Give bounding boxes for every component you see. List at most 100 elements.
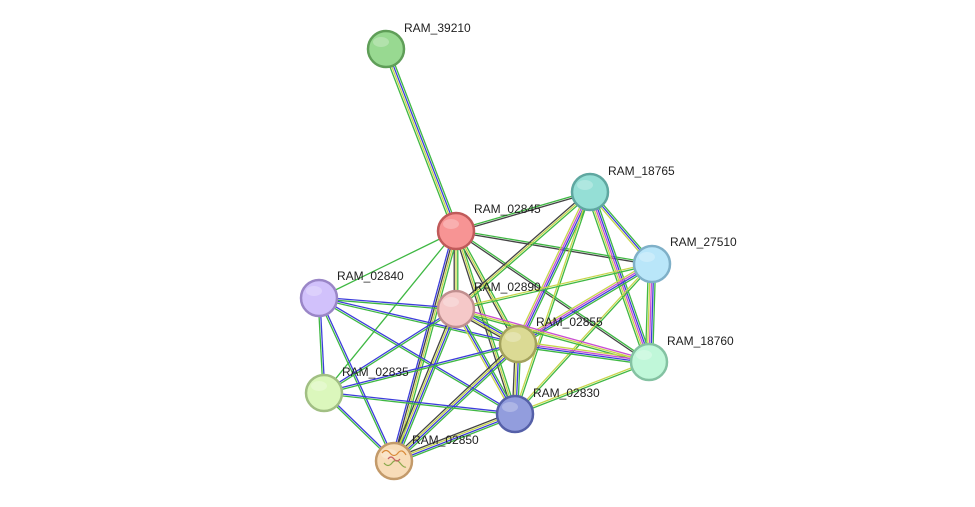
node-circle[interactable]	[436, 211, 476, 251]
edge-strand	[323, 342, 518, 393]
edge-RAM_18765-RAM_18760	[585, 190, 654, 364]
protein-structure-icon	[381, 449, 407, 468]
edge-strand	[394, 414, 516, 463]
edge-strand	[319, 297, 396, 461]
edge-RAM_02840-RAM_02830	[318, 296, 516, 416]
node-circle[interactable]	[570, 172, 610, 212]
node-circle[interactable]	[436, 289, 476, 329]
edge-strand	[589, 191, 650, 363]
edge-RAM_18765-RAM_02855	[514, 190, 594, 346]
edge-RAM_18760-RAM_02830	[514, 360, 650, 416]
edge-strand	[587, 192, 648, 363]
edge-strand	[455, 231, 652, 266]
node-label-RAM_02855: RAM_02855	[536, 315, 603, 329]
edge-strand	[324, 391, 516, 414]
edge-RAM_02890-RAM_02850	[390, 307, 460, 463]
edge-layer	[317, 47, 657, 465]
node-RAM_02855[interactable]	[498, 324, 538, 364]
node-highlight	[577, 180, 593, 190]
node-RAM_39210[interactable]	[366, 29, 406, 69]
node-circle[interactable]	[629, 342, 669, 382]
edge-RAM_02845-RAM_02835	[323, 230, 457, 394]
edge-RAM_02835-RAM_02830	[323, 391, 516, 416]
node-circle[interactable]	[299, 278, 339, 318]
node-RAM_02890[interactable]	[436, 289, 476, 329]
edge-strand	[391, 341, 517, 460]
edge-strand	[513, 191, 590, 414]
node-RAM_02840[interactable]	[299, 278, 339, 318]
edge-strand	[324, 309, 457, 395]
node-highlight	[306, 286, 322, 296]
node-highlight	[443, 297, 459, 307]
node-RAM_02830[interactable]	[495, 394, 535, 434]
node-RAM_18760[interactable]	[629, 342, 669, 382]
edge-RAM_18765-RAM_02890	[454, 190, 592, 311]
edge-strand	[392, 410, 515, 460]
edge-strand	[457, 229, 521, 344]
node-label-RAM_18760: RAM_18760	[667, 334, 734, 348]
edge-strand	[455, 190, 590, 231]
edge-RAM_02845-RAM_02840	[318, 230, 457, 299]
edge-strand	[516, 261, 651, 343]
structure-strand	[387, 456, 401, 462]
edge-RAM_27510-RAM_02830	[513, 262, 654, 416]
edge-strand	[456, 264, 653, 311]
edge-strand	[455, 231, 649, 364]
edge-strand	[387, 47, 460, 231]
node-highlight	[639, 252, 655, 262]
node-circle[interactable]	[632, 244, 672, 284]
edge-strand	[390, 230, 455, 461]
edge-strand	[323, 230, 457, 394]
edge-strand	[585, 192, 647, 364]
edge-strand	[455, 308, 516, 415]
edge-strand	[392, 308, 456, 461]
edge-strand	[392, 342, 518, 461]
edge-RAM_18760-RAM_02855	[517, 340, 650, 366]
edge-strand	[515, 192, 592, 415]
node-RAM_02835[interactable]	[304, 373, 344, 413]
edge-strand	[515, 362, 650, 416]
edge-strand	[457, 230, 518, 414]
node-circle[interactable]	[304, 373, 344, 413]
edge-strand	[393, 412, 515, 461]
node-label-RAM_18765: RAM_18765	[608, 164, 675, 178]
node-highlight	[381, 449, 397, 459]
edge-strand	[323, 393, 515, 416]
node-label-RAM_02840: RAM_02840	[337, 269, 404, 283]
edge-strand	[324, 344, 519, 395]
node-RAM_02850[interactable]	[374, 441, 414, 481]
edge-strand	[318, 298, 456, 311]
edge-strand	[517, 344, 649, 364]
edge-strand	[455, 308, 650, 363]
node-label-RAM_02835: RAM_02835	[342, 365, 409, 379]
edge-strand	[394, 344, 520, 463]
node-label-RAM_39210: RAM_39210	[404, 21, 471, 35]
edge-RAM_02845-RAM_27510	[455, 229, 653, 266]
edge-strand	[591, 191, 652, 362]
edge-RAM_02840-RAM_02890	[318, 296, 457, 311]
node-circle[interactable]	[495, 394, 535, 434]
node-RAM_02845[interactable]	[436, 211, 476, 251]
node-circle[interactable]	[366, 29, 406, 69]
node-circle[interactable]	[498, 324, 538, 364]
edge-RAM_18765-RAM_02830	[513, 191, 592, 415]
node-label-RAM_02850: RAM_02850	[412, 433, 479, 447]
edge-RAM_02845-RAM_18765	[455, 190, 591, 233]
edge-strand	[592, 190, 654, 362]
edge-strand	[518, 340, 650, 360]
edge-strand	[394, 231, 458, 462]
edge-RAM_02890-RAM_02830	[453, 307, 518, 416]
edge-strand	[394, 309, 458, 462]
edge-strand	[518, 264, 653, 346]
edge-strand	[318, 298, 515, 416]
edge-RAM_02890-RAM_02835	[323, 307, 457, 395]
node-RAM_18765[interactable]	[570, 172, 610, 212]
edge-strand	[319, 296, 516, 414]
edge-strand	[518, 342, 650, 362]
node-RAM_27510[interactable]	[632, 244, 672, 284]
node-highlight	[311, 381, 327, 391]
node-highlight	[502, 402, 518, 412]
edge-strand	[318, 298, 518, 346]
edge-strand	[515, 264, 654, 416]
node-label-RAM_27510: RAM_27510	[670, 235, 737, 249]
